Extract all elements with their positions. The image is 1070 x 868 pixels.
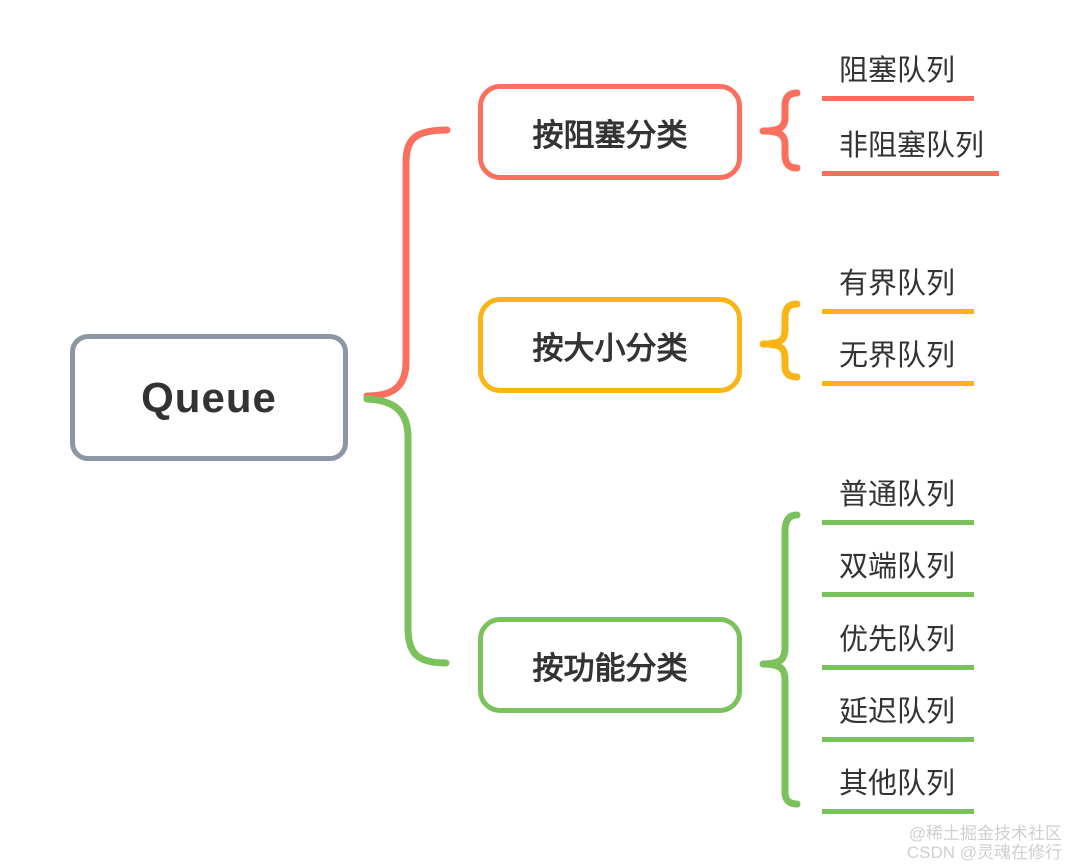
topic-node-size-label: 按大小分类 (532, 330, 688, 366)
connector-root-to-function (363, 395, 450, 667)
leaf-label: 阻塞队列 (839, 55, 956, 87)
leaf-node-normal-queue: 普通队列 (822, 466, 974, 525)
leaf-node-deque: 双端队列 (822, 538, 974, 597)
connector-root-to-blocking (363, 126, 451, 400)
leaf-label: 非阻塞队列 (839, 130, 985, 162)
root-node-queue: Queue (70, 334, 348, 461)
leaf-label: 有界队列 (839, 268, 956, 300)
leaf-node-blocking-queue: 阻塞队列 (822, 42, 974, 101)
root-node-label: Queue (141, 373, 277, 421)
leaf-node-nonblocking-queue: 非阻塞队列 (822, 117, 999, 176)
topic-node-function-label: 按功能分类 (532, 650, 688, 686)
leaf-label: 双端队列 (839, 551, 956, 583)
watermark-line1: @稀土掘金技术社区 (908, 824, 1062, 843)
topic-node-blocking: 按阻塞分类 (478, 84, 742, 180)
leaf-label: 无界队列 (839, 340, 956, 372)
topic-node-size: 按大小分类 (478, 297, 742, 393)
watermark-line2: CSDN @灵魂在修行 (906, 843, 1062, 862)
leaf-node-delay-queue: 延迟队列 (822, 683, 974, 742)
leaf-label: 普通队列 (839, 479, 956, 511)
leaf-label: 延迟队列 (839, 696, 956, 728)
leaf-node-bounded-queue: 有界队列 (822, 255, 974, 314)
brace-blocking (759, 89, 801, 172)
leaf-label: 优先队列 (839, 624, 956, 656)
leaf-label: 其他队列 (839, 768, 956, 800)
leaf-node-unbounded-queue: 无界队列 (822, 327, 974, 386)
leaf-node-priority-queue: 优先队列 (822, 611, 974, 670)
watermark: @稀土掘金技术社区 CSDN @灵魂在修行 (907, 824, 1062, 862)
brace-size (759, 300, 801, 381)
brace-function (759, 511, 801, 808)
leaf-node-other-queue: 其他队列 (822, 755, 974, 814)
topic-node-function: 按功能分类 (478, 617, 742, 713)
topic-node-blocking-label: 按阻塞分类 (532, 117, 688, 153)
